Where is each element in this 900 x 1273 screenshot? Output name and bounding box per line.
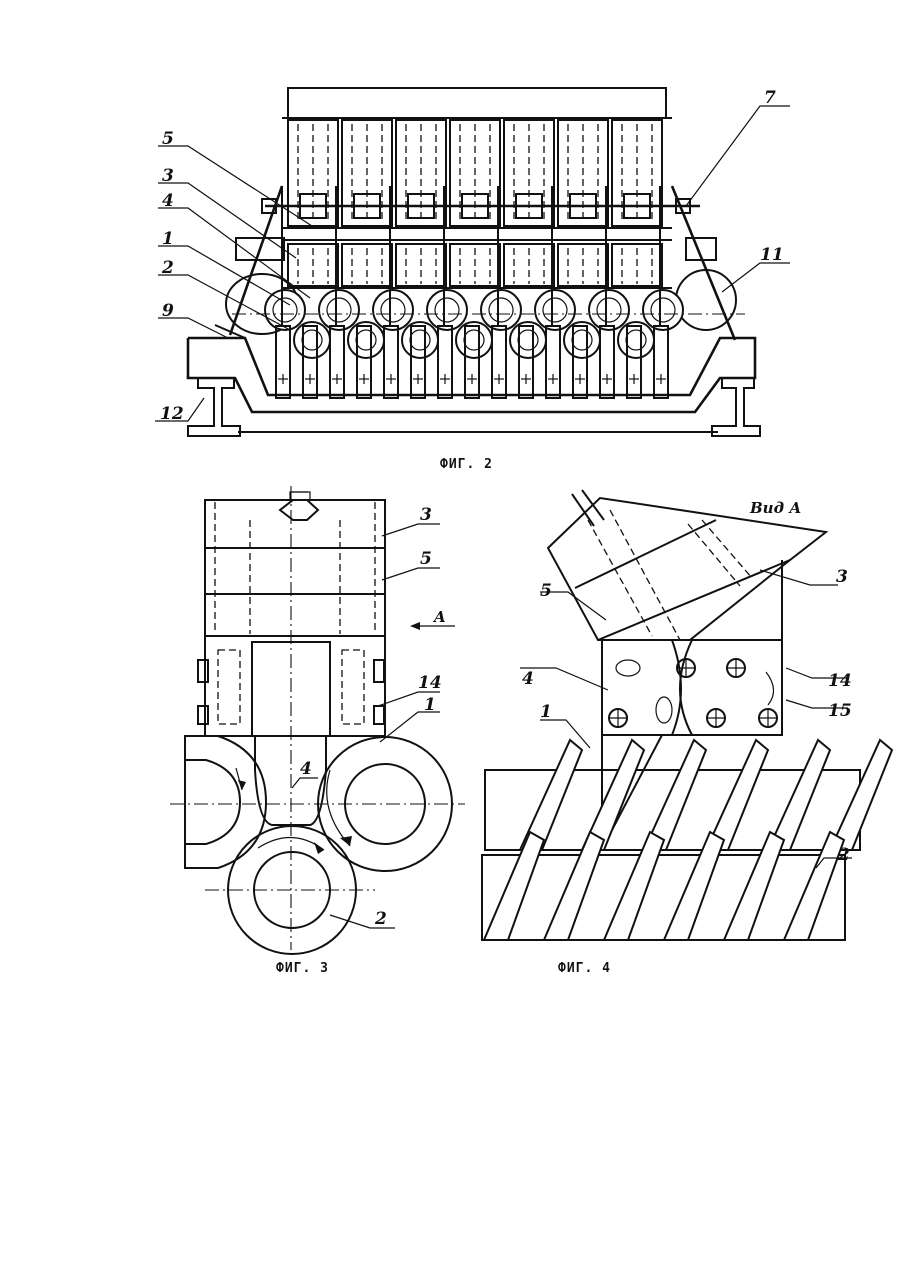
lower-auger-flight bbox=[664, 832, 724, 940]
lower-auger-flight bbox=[784, 832, 844, 940]
fig3-direction-label: A bbox=[432, 608, 446, 626]
upper-roll bbox=[535, 290, 575, 330]
upper-roll bbox=[481, 290, 521, 330]
knife-bar bbox=[654, 326, 668, 398]
upper-roll bbox=[589, 290, 629, 330]
lower-auger-flight bbox=[544, 832, 604, 940]
fig2-callout-12: 12 bbox=[160, 404, 184, 424]
figure-3: 3 5 14 1 4 2 A ФИГ. 3 bbox=[170, 486, 465, 976]
fig3-callout-5: 5 bbox=[420, 549, 432, 569]
fig2-callout-1: 1 bbox=[162, 229, 174, 249]
upper-auger-flight bbox=[768, 740, 830, 850]
fig2-callout-4: 4 bbox=[162, 191, 174, 211]
fig3-caption: ФИГ. 3 bbox=[276, 961, 329, 976]
knife-bar bbox=[600, 326, 614, 398]
fig3-callout-4: 4 bbox=[300, 759, 312, 779]
upper-roll bbox=[265, 290, 305, 330]
fig3-callout-1: 1 bbox=[424, 695, 436, 715]
knife-bar bbox=[384, 326, 398, 398]
lower-roll bbox=[456, 322, 492, 358]
fig4-view-label: Вид А bbox=[749, 499, 801, 517]
fig2-callout-11: 11 bbox=[760, 245, 784, 265]
upper-roll bbox=[319, 290, 359, 330]
fig3-callout-14: 14 bbox=[418, 673, 442, 693]
upper-roll bbox=[643, 290, 683, 330]
lower-auger-flight bbox=[484, 832, 544, 940]
fig4-callout-14: 14 bbox=[828, 671, 852, 691]
knife-bar bbox=[330, 326, 344, 398]
fig2-callout-3: 3 bbox=[162, 166, 174, 186]
fig4-callout-2: 2 bbox=[837, 845, 850, 865]
lower-roll bbox=[348, 322, 384, 358]
fig4-callout-15: 15 bbox=[828, 701, 852, 721]
upper-roll bbox=[373, 290, 413, 330]
fig2-callout-2: 2 bbox=[161, 258, 174, 278]
knife-bar bbox=[492, 326, 506, 398]
figure-4: 5 3 4 14 15 1 2 Вид А ФИГ. 4 bbox=[482, 490, 892, 976]
lower-auger-flight bbox=[604, 832, 664, 940]
fig3-callout-3: 3 bbox=[420, 505, 432, 525]
fig4-callout-4: 4 bbox=[522, 669, 534, 689]
fig4-caption: ФИГ. 4 bbox=[558, 961, 611, 976]
lower-roll bbox=[618, 322, 654, 358]
upper-auger-flight bbox=[706, 740, 768, 850]
fig4-callout-3: 3 bbox=[836, 567, 848, 587]
fig4-callout-5: 5 bbox=[540, 581, 552, 601]
fig2-callout-5: 5 bbox=[162, 129, 174, 149]
fig2-caption: ФИГ. 2 bbox=[440, 457, 493, 472]
knife-bar bbox=[276, 326, 290, 398]
fig2-callout-7: 7 bbox=[764, 88, 776, 108]
lower-roll bbox=[510, 322, 546, 358]
lower-roll bbox=[402, 322, 438, 358]
upper-roll bbox=[427, 290, 467, 330]
knife-bar bbox=[438, 326, 452, 398]
knife-bar bbox=[546, 326, 560, 398]
fig3-callout-2: 2 bbox=[374, 909, 387, 929]
lower-roll bbox=[294, 322, 330, 358]
figure-2: 5 3 4 1 2 9 12 7 11 ФИГ. 2 bbox=[155, 88, 790, 472]
fig4-callout-1: 1 bbox=[540, 702, 552, 722]
lower-roll bbox=[564, 322, 600, 358]
lower-auger-flight bbox=[724, 832, 784, 940]
fig2-callout-9: 9 bbox=[162, 301, 174, 321]
